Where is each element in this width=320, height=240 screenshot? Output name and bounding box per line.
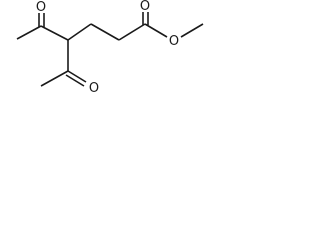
bond-ch2-to-ester-carbonyl xyxy=(118,23,146,41)
bond-top-methyl-to-carbonyl xyxy=(16,25,42,40)
bond-ether-oxygen-to-methyl xyxy=(180,23,204,38)
structural-formula: O O O O xyxy=(16,0,204,96)
bond-bottom-carbonyl-to-oxygen-a xyxy=(67,70,87,83)
atom-label-ester-carbonyl-oxygen: O xyxy=(140,0,150,14)
atom-label-acetyl-bottom-oxygen: O xyxy=(89,81,99,96)
bond-ester-carbonyl-to-ether-oxygen xyxy=(144,23,168,38)
bond-ch2-to-ch2 xyxy=(90,23,120,41)
bond-bottom-carbonyl-to-methyl xyxy=(40,70,69,87)
atom-label-acetyl-top-oxygen: O xyxy=(36,0,46,15)
bond-ch-to-ch2 xyxy=(67,23,92,41)
atom-label-ester-ether-oxygen: O xyxy=(169,34,179,49)
bond-bottom-carbonyl-to-oxygen-b xyxy=(65,74,85,87)
bond-top-carbonyl-to-ch xyxy=(40,25,69,41)
